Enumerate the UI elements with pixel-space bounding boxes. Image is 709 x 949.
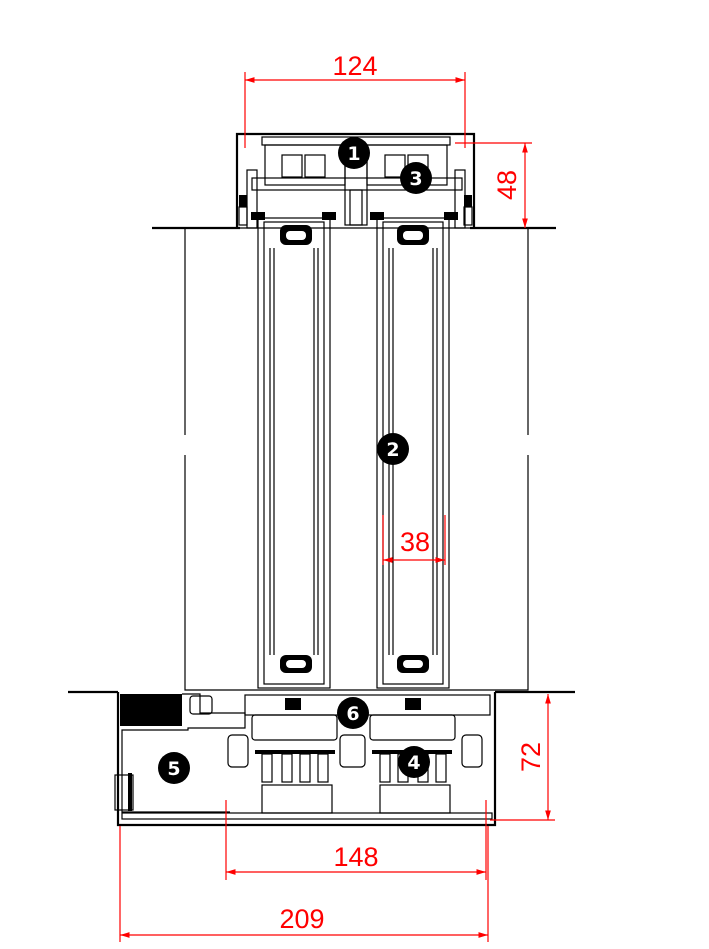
svg-text:6: 6 (346, 703, 359, 725)
dim-label-sill-total: 209 (279, 904, 324, 934)
dim-label-head-width: 124 (332, 51, 377, 81)
dimension-head-width: 124 (244, 51, 466, 148)
dimension-sill-height: 72 (490, 694, 555, 821)
dim-label-sill-height: 72 (516, 742, 546, 772)
marker-5: 5 (158, 752, 190, 784)
marker-4: 4 (398, 746, 430, 778)
dimension-sill-track: 148 (225, 800, 487, 880)
svg-text:5: 5 (167, 758, 180, 780)
dim-label-head-height: 48 (492, 170, 522, 200)
marker-1: 1 (338, 137, 370, 169)
left-sash (257, 217, 331, 689)
dimension-glass-unit: 38 (382, 515, 446, 565)
svg-text:1: 1 (347, 143, 360, 165)
marker-2: 2 (377, 433, 409, 465)
svg-text:4: 4 (407, 752, 420, 774)
marker-6: 6 (337, 697, 369, 729)
dim-label-glass-unit: 38 (400, 527, 430, 557)
wall-opening (184, 227, 529, 691)
marker-3: 3 (400, 162, 432, 194)
svg-text:3: 3 (409, 168, 422, 190)
dimension-sill-total: 209 (119, 826, 489, 942)
dim-label-sill-track: 148 (333, 842, 378, 872)
sill-frame (68, 690, 575, 827)
dimension-head-height: 48 (455, 142, 532, 228)
svg-text:2: 2 (386, 439, 399, 461)
